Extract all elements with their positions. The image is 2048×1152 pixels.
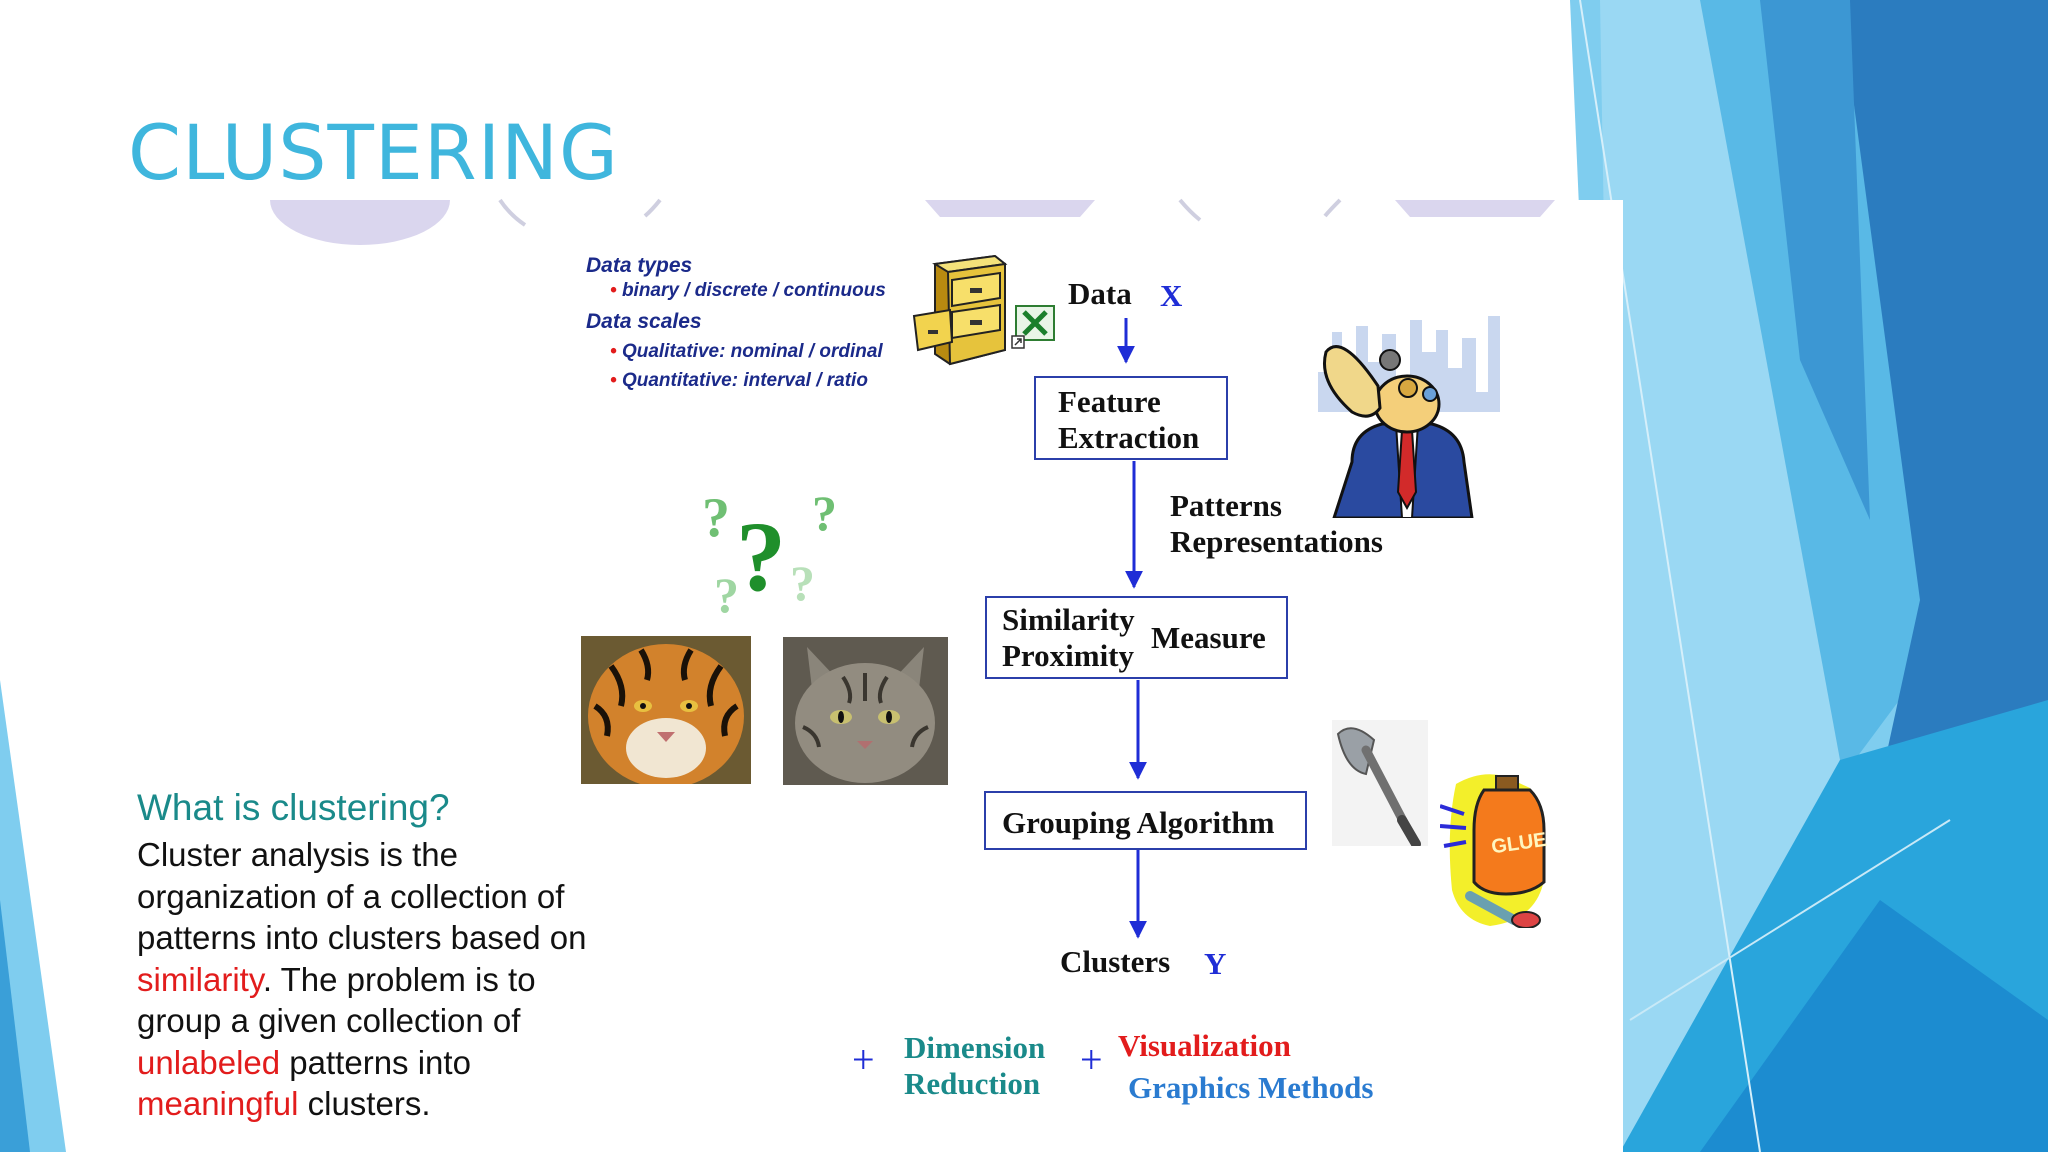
feature-extraction-box: Feature Extraction <box>1034 376 1228 460</box>
meaningful-word: meaningful <box>137 1085 299 1122</box>
feature-line2: Extraction <box>1058 420 1200 455</box>
data-scales-heading: Data scales <box>586 310 702 333</box>
dimension-line2: Reduction <box>904 1066 1041 1101</box>
grouping-algorithm-box: Grouping Algorithm <box>984 791 1307 850</box>
dimension-line1: Dimension <box>904 1030 1046 1065</box>
svg-text:?: ? <box>702 487 730 549</box>
measure-label: Measure <box>1151 620 1266 655</box>
plus-visualization: + <box>1080 1037 1103 1082</box>
svg-text:?: ? <box>812 485 837 541</box>
cat-image <box>783 637 948 785</box>
svg-text:?: ? <box>714 567 739 620</box>
plus-dimension: + <box>852 1037 875 1082</box>
tiger-image <box>581 636 751 784</box>
grouping-label: Grouping Algorithm <box>1002 805 1275 840</box>
thinking-man-icon <box>1318 316 1500 518</box>
data-label: Data <box>1068 276 1132 311</box>
patterns-line2: Representations <box>1170 524 1383 559</box>
glue-bottle-icon: GLUE <box>1440 774 1548 928</box>
unlabeled-word: unlabeled <box>137 1043 281 1081</box>
data-symbol: X <box>1160 278 1183 313</box>
svg-text:?: ? <box>736 501 786 612</box>
clusters-label: Clusters <box>1060 944 1171 979</box>
axe-icon <box>1332 720 1428 846</box>
data-types-heading: Data types <box>586 254 693 277</box>
definition-paragraph: Cluster analysis is the organization of … <box>137 834 657 1125</box>
patterns-line1: Patterns <box>1170 488 1282 523</box>
definition-heading: What is clustering? <box>137 787 450 828</box>
similarity-measure-box: Similarity Proximity Measure <box>985 596 1288 679</box>
definition-line: group a given collection of <box>137 1002 521 1039</box>
definition-line: unlabeled patterns into <box>137 1043 471 1081</box>
feature-line1: Feature <box>1058 384 1161 419</box>
graphics-methods-label: Graphics Methods <box>1128 1070 1374 1105</box>
clusters-symbol: Y <box>1204 946 1227 981</box>
visualization-label: Visualization <box>1118 1028 1291 1063</box>
file-cabinet-icon <box>912 254 1008 366</box>
data-types-item: • binary / discrete / continuous <box>610 280 886 301</box>
similarity-line1: Similarity <box>1002 602 1135 637</box>
question-marks-icon: ? ? ? ? ? <box>702 485 837 620</box>
slide-title: CLUSTERING <box>128 108 619 197</box>
data-scales-item: • Quantitative: interval / ratio <box>610 370 868 391</box>
definition-line: patterns into clusters based on <box>137 919 587 956</box>
definition-line: Cluster analysis is the <box>137 836 458 873</box>
definition-line: meaningful clusters. <box>137 1085 431 1122</box>
definition-line: similarity. The problem is to <box>137 960 536 998</box>
svg-text:?: ? <box>790 555 815 611</box>
definition-line: organization of a collection of <box>137 877 565 915</box>
similarity-line2: Proximity <box>1002 638 1135 673</box>
similarity-word: similarity <box>137 960 263 998</box>
excel-icon <box>1011 305 1055 349</box>
data-scales-item: • Qualitative: nominal / ordinal <box>610 341 883 362</box>
